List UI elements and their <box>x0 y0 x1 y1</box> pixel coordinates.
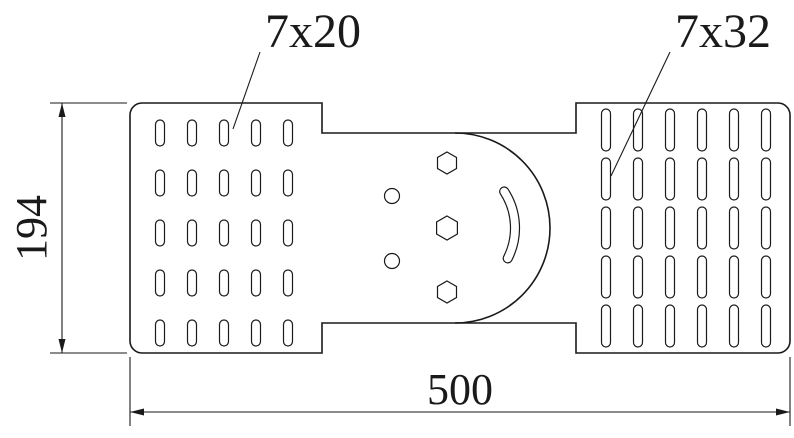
slot-hole <box>760 206 772 250</box>
slot-hole <box>664 304 676 348</box>
slot-hole <box>250 169 262 197</box>
curved-slot <box>499 186 521 264</box>
slot-hole <box>664 206 676 250</box>
slot-hole <box>728 157 740 201</box>
slot-hole <box>696 206 708 250</box>
slot-hole <box>600 157 612 201</box>
slot-hole <box>218 169 230 197</box>
slot-hole <box>728 304 740 348</box>
hinge-arc <box>454 132 551 324</box>
slot-hole <box>760 157 772 201</box>
slot-hole <box>600 304 612 348</box>
slot-hole <box>218 269 230 297</box>
slot-hole <box>282 169 294 197</box>
plate-outline <box>129 102 791 354</box>
slot-hole <box>632 157 644 201</box>
arrowhead-down <box>58 339 66 353</box>
callouts: 7x20 7x32 <box>232 5 771 177</box>
arrowhead-left <box>130 408 144 416</box>
hex-hole-bottom <box>436 280 458 304</box>
slot-hole <box>632 206 644 250</box>
slot-hole <box>696 157 708 201</box>
center-holes <box>383 151 521 304</box>
slot-hole <box>600 206 612 250</box>
arrowhead-up <box>58 103 66 117</box>
hex-hole-top <box>436 151 458 175</box>
slot-hole <box>760 304 772 348</box>
slot-hole <box>696 255 708 299</box>
slot-hole <box>186 319 198 347</box>
hex-hole-center <box>436 215 458 241</box>
slot-hole <box>600 255 612 299</box>
slot-hole <box>696 304 708 348</box>
slot-hole <box>696 108 708 152</box>
slot-hole <box>282 319 294 347</box>
slot-hole <box>154 119 166 147</box>
slot-hole <box>600 108 612 152</box>
height-dimension-label: 194 <box>7 195 56 261</box>
slot-hole <box>250 119 262 147</box>
slot-hole <box>632 255 644 299</box>
slot-hole <box>282 219 294 247</box>
slot-hole <box>632 108 644 152</box>
right-slot-label: 7x32 <box>675 5 771 58</box>
slot-hole <box>728 255 740 299</box>
slot-hole <box>282 119 294 147</box>
slot-hole <box>250 269 262 297</box>
slot-hole <box>218 319 230 347</box>
slot-hole <box>250 319 262 347</box>
height-dimension: 194 <box>7 102 127 354</box>
slot-hole <box>154 169 166 197</box>
leader-line-left <box>232 51 261 130</box>
slot-hole <box>664 108 676 152</box>
arrowhead-right <box>776 408 790 416</box>
slot-hole <box>760 108 772 152</box>
leader-line-right <box>610 51 671 177</box>
slot-hole <box>186 269 198 297</box>
slot-hole <box>664 157 676 201</box>
part-outline <box>129 102 791 354</box>
width-dimension-label: 500 <box>427 365 493 414</box>
slot-hole <box>218 119 230 147</box>
slot-hole <box>186 219 198 247</box>
slot-hole <box>154 219 166 247</box>
slot-hole <box>186 119 198 147</box>
slot-hole <box>218 219 230 247</box>
width-dimension: 500 <box>129 357 791 426</box>
right-slot-grid <box>600 108 772 348</box>
slot-hole <box>186 169 198 197</box>
slot-hole <box>250 219 262 247</box>
slot-hole <box>728 108 740 152</box>
slot-hole <box>664 255 676 299</box>
round-hole-lower <box>383 252 401 270</box>
slot-hole <box>728 206 740 250</box>
slot-hole <box>154 319 166 347</box>
left-slot-grid <box>154 119 294 347</box>
slot-hole <box>760 255 772 299</box>
slot-hole <box>154 269 166 297</box>
slot-hole <box>282 269 294 297</box>
left-slot-label: 7x20 <box>265 5 361 58</box>
round-hole-upper <box>383 187 401 205</box>
slot-hole <box>632 304 644 348</box>
